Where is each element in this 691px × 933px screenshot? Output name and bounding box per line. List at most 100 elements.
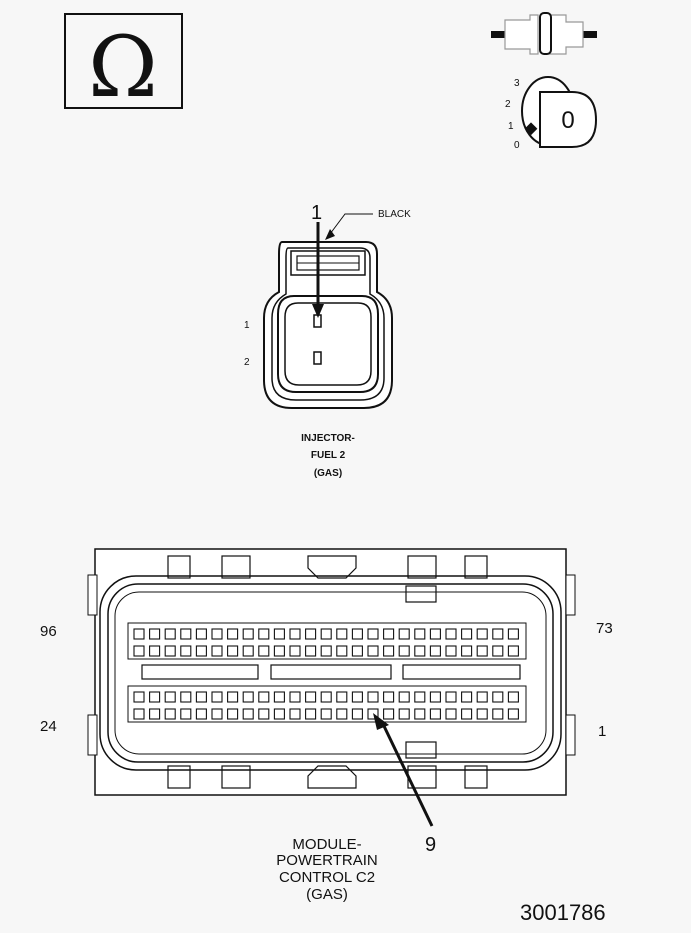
key-glyph: 0: [561, 107, 574, 134]
pcm-pin-cavity: [367, 645, 379, 657]
pcm-pin-label-top-right: 73: [596, 620, 613, 637]
pcm-pin-cavity: [476, 708, 488, 720]
injector-color-label: BLACK: [378, 209, 411, 220]
pcm-pin-cavity: [476, 645, 488, 657]
pcm-pin-cavity: [273, 645, 285, 657]
pcm-pin-cavity: [414, 691, 426, 703]
pcm-pin-cavity: [180, 645, 192, 657]
pcm-pin-cavity: [507, 708, 519, 720]
pcm-pin-cavity: [289, 708, 301, 720]
pcm-pin-cavity: [305, 691, 317, 703]
pcm-pin-cavity: [336, 628, 348, 640]
pcm-pin-cavity: [492, 708, 504, 720]
pcm-pin-cavity: [258, 645, 270, 657]
pcm-pin-cavity: [258, 628, 270, 640]
pcm-pin-cavity: [429, 708, 441, 720]
pcm-pin-cavity: [149, 691, 161, 703]
pcm-pin-label-top-left: 96: [40, 623, 57, 640]
pcm-pin-cavity: [164, 628, 176, 640]
pcm-pin-cavity: [289, 691, 301, 703]
pcm-pin-cavity: [492, 628, 504, 640]
pcm-caption-line-3: CONTROL C2: [279, 869, 375, 886]
pcm-pin-cavity: [461, 691, 473, 703]
pcm-pin-cavity: [211, 645, 223, 657]
injector-connector: 1 2 1 BLACK INJECTOR- FUEL 2 (GAS): [244, 202, 411, 479]
disconnect-connector-icon: [491, 12, 597, 55]
pcm-pin-cavity: [445, 691, 457, 703]
pcm-pin-cavity: [492, 645, 504, 657]
injector-caption-line-3: (GAS): [314, 468, 342, 479]
pcm-pin-cavity: [429, 628, 441, 640]
pcm-pin-cavity: [398, 628, 410, 640]
injector-pin-2-cavity: [313, 351, 322, 365]
pcm-pin-label-bottom-left: 24: [40, 718, 57, 735]
injector-pin-label-2: 2: [244, 357, 250, 368]
pcm-pin-cavity: [195, 708, 207, 720]
injector-callout-number: 1: [311, 202, 322, 224]
pcm-pin-cavity: [429, 691, 441, 703]
pcm-pin-cavity: [461, 708, 473, 720]
pcm-pin-cavity: [383, 708, 395, 720]
pcm-pin-cavity: [289, 628, 301, 640]
pcm-pin-cavity: [507, 691, 519, 703]
pcm-pin-cavity: [180, 691, 192, 703]
injector-caption-line-2: FUEL 2: [311, 450, 346, 461]
pcm-pin-cavity: [461, 628, 473, 640]
pcm-pin-cavity: [273, 691, 285, 703]
pcm-pin-cavity: [149, 645, 161, 657]
pcm-pin-cavity: [195, 628, 207, 640]
pcm-pin-cavity: [133, 645, 145, 657]
pcm-pin-row-frame: [127, 622, 527, 660]
pcm-pin-cavity: [149, 628, 161, 640]
ignition-position-3: 3: [514, 78, 520, 89]
ignition-position-1: 1: [508, 121, 514, 132]
pcm-pin-cavity: [445, 628, 457, 640]
pcm-pin-cavity: [351, 645, 363, 657]
pcm-pin-field: [127, 622, 527, 723]
pcm-pin-cavity: [367, 708, 379, 720]
pcm-pin-cavity: [445, 645, 457, 657]
ignition-position-0: 0: [514, 140, 520, 151]
pcm-pin-cavity: [227, 628, 239, 640]
pcm-pin-cavity: [211, 628, 223, 640]
pcm-pin-cavity: [242, 628, 254, 640]
pcm-pin-cavity: [133, 628, 145, 640]
injector-pin-label-1: 1: [244, 320, 250, 331]
pcm-pin-cavity: [367, 691, 379, 703]
pcm-pin-cavity: [414, 645, 426, 657]
pcm-caption-line-4: (GAS): [306, 886, 348, 903]
pcm-pin-cavity: [320, 628, 332, 640]
pcm-connector: 96 73 24 1 9 MODULE- POWERTRAIN CONTROL …: [40, 548, 613, 903]
pcm-pin-cavity: [351, 691, 363, 703]
pcm-pin-cavity: [133, 691, 145, 703]
pcm-pin-cavity: [211, 708, 223, 720]
pcm-pin-cavity: [492, 691, 504, 703]
pcm-pin-cavity: [507, 645, 519, 657]
pcm-pin-cavity: [445, 708, 457, 720]
pcm-pin-cavity: [164, 645, 176, 657]
pcm-pin-cavity: [305, 645, 317, 657]
pcm-pin-cavity: [398, 708, 410, 720]
pcm-pin-cavity: [227, 691, 239, 703]
figure-id: 3001786: [520, 900, 606, 925]
ohm-icon: Ω: [88, 18, 158, 116]
pcm-caption-line-2: POWERTRAIN: [276, 852, 377, 869]
pcm-pin-cavity: [367, 628, 379, 640]
pcm-pin-cavity: [289, 645, 301, 657]
pcm-pin-cavity: [320, 708, 332, 720]
pcm-pin-cavity: [429, 645, 441, 657]
pcm-pin-cavity: [351, 708, 363, 720]
pcm-pin-cavity: [227, 645, 239, 657]
pcm-pin-cavity: [180, 708, 192, 720]
pcm-pin-cavity: [133, 708, 145, 720]
pcm-pin-cavity: [305, 708, 317, 720]
pcm-pin-cavity: [211, 691, 223, 703]
pcm-pin-cavity: [336, 645, 348, 657]
pcm-pin-cavity: [164, 691, 176, 703]
pcm-pin-cavity: [258, 708, 270, 720]
pcm-pin-cavity: [476, 628, 488, 640]
pcm-callout-number: 9: [425, 834, 436, 856]
ohmmeter-frame: [64, 13, 183, 109]
ignition-position-2: 2: [505, 99, 511, 110]
pcm-pin-cavity: [242, 708, 254, 720]
